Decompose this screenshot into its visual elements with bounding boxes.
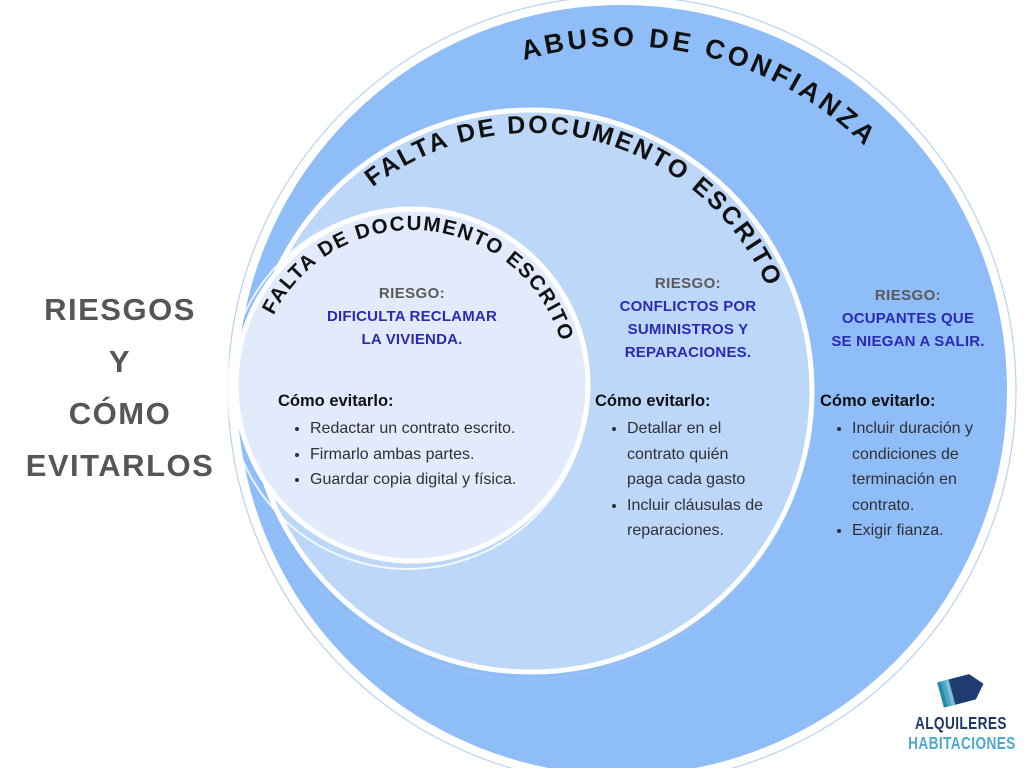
middle-risk-header: RIESGO: CONFLICTOS POR SUMINISTROS Y REP… — [598, 272, 778, 364]
inner-circle — [233, 206, 591, 564]
outer-avoid-label: Cómo evitarlo: — [820, 392, 936, 410]
outer-risk-header: RIESGO: OCUPANTES QUE SE NIEGAN A SALIR. — [812, 284, 1004, 353]
outer-risk-text: OCUPANTES QUE SE NIEGAN A SALIR. — [831, 310, 985, 350]
logo-name: ALQUILERES — [915, 713, 1007, 733]
house-front — [948, 674, 984, 705]
inner-avoid-label: Cómo evitarlo: — [278, 392, 394, 410]
bullet-item: Redactar un contrato escrito. — [310, 416, 578, 442]
brand-logo: ALQUILERES HABITACIONES — [893, 668, 1024, 754]
middle-risk-label: RIESGO: — [654, 275, 722, 292]
inner-avoid-list: Redactar un contrato escrito.Firmarlo am… — [278, 416, 578, 493]
middle-avoid-block: Cómo evitarlo: Detallar en el contrato q… — [595, 390, 795, 544]
logo-subname: HABITACIONES — [908, 733, 1016, 753]
inner-risk-label: RIESGO: — [378, 285, 446, 302]
middle-avoid-list: Detallar en el contrato quién paga cada … — [595, 416, 795, 544]
middle-risk-text: CONFLICTOS POR SUMINISTROS Y REPARACIONE… — [619, 298, 757, 361]
outer-avoid-list: Incluir duración y condiciones de termin… — [820, 416, 1015, 544]
layered-house-icon — [937, 674, 984, 708]
inner-risk-header: RIESGO: DIFICULTA RECLAMAR LA VIVIENDA. — [282, 282, 542, 351]
page-title: RIESGOS Y CÓMO EVITARLOS — [25, 292, 215, 483]
middle-avoid-label: Cómo evitarlo: — [595, 392, 711, 410]
bullet-item: Exigir fianza. — [852, 518, 1015, 544]
inner-risk-text: DIFICULTA RECLAMAR LA VIVIENDA. — [327, 308, 497, 348]
bullet-item: Detallar en el contrato quién paga cada … — [627, 416, 795, 493]
bullet-item: Incluir cláusulas de reparaciones. — [627, 493, 795, 544]
bullet-item: Incluir duración y condiciones de termin… — [852, 416, 1015, 518]
bullet-item: Guardar copia digital y física. — [310, 467, 578, 493]
outer-avoid-block: Cómo evitarlo: Incluir duración y condic… — [820, 390, 1015, 544]
bullet-item: Firmarlo ambas partes. — [310, 442, 578, 468]
inner-avoid-block: Cómo evitarlo: Redactar un contrato escr… — [278, 390, 578, 493]
outer-risk-label: RIESGO: — [874, 287, 942, 304]
